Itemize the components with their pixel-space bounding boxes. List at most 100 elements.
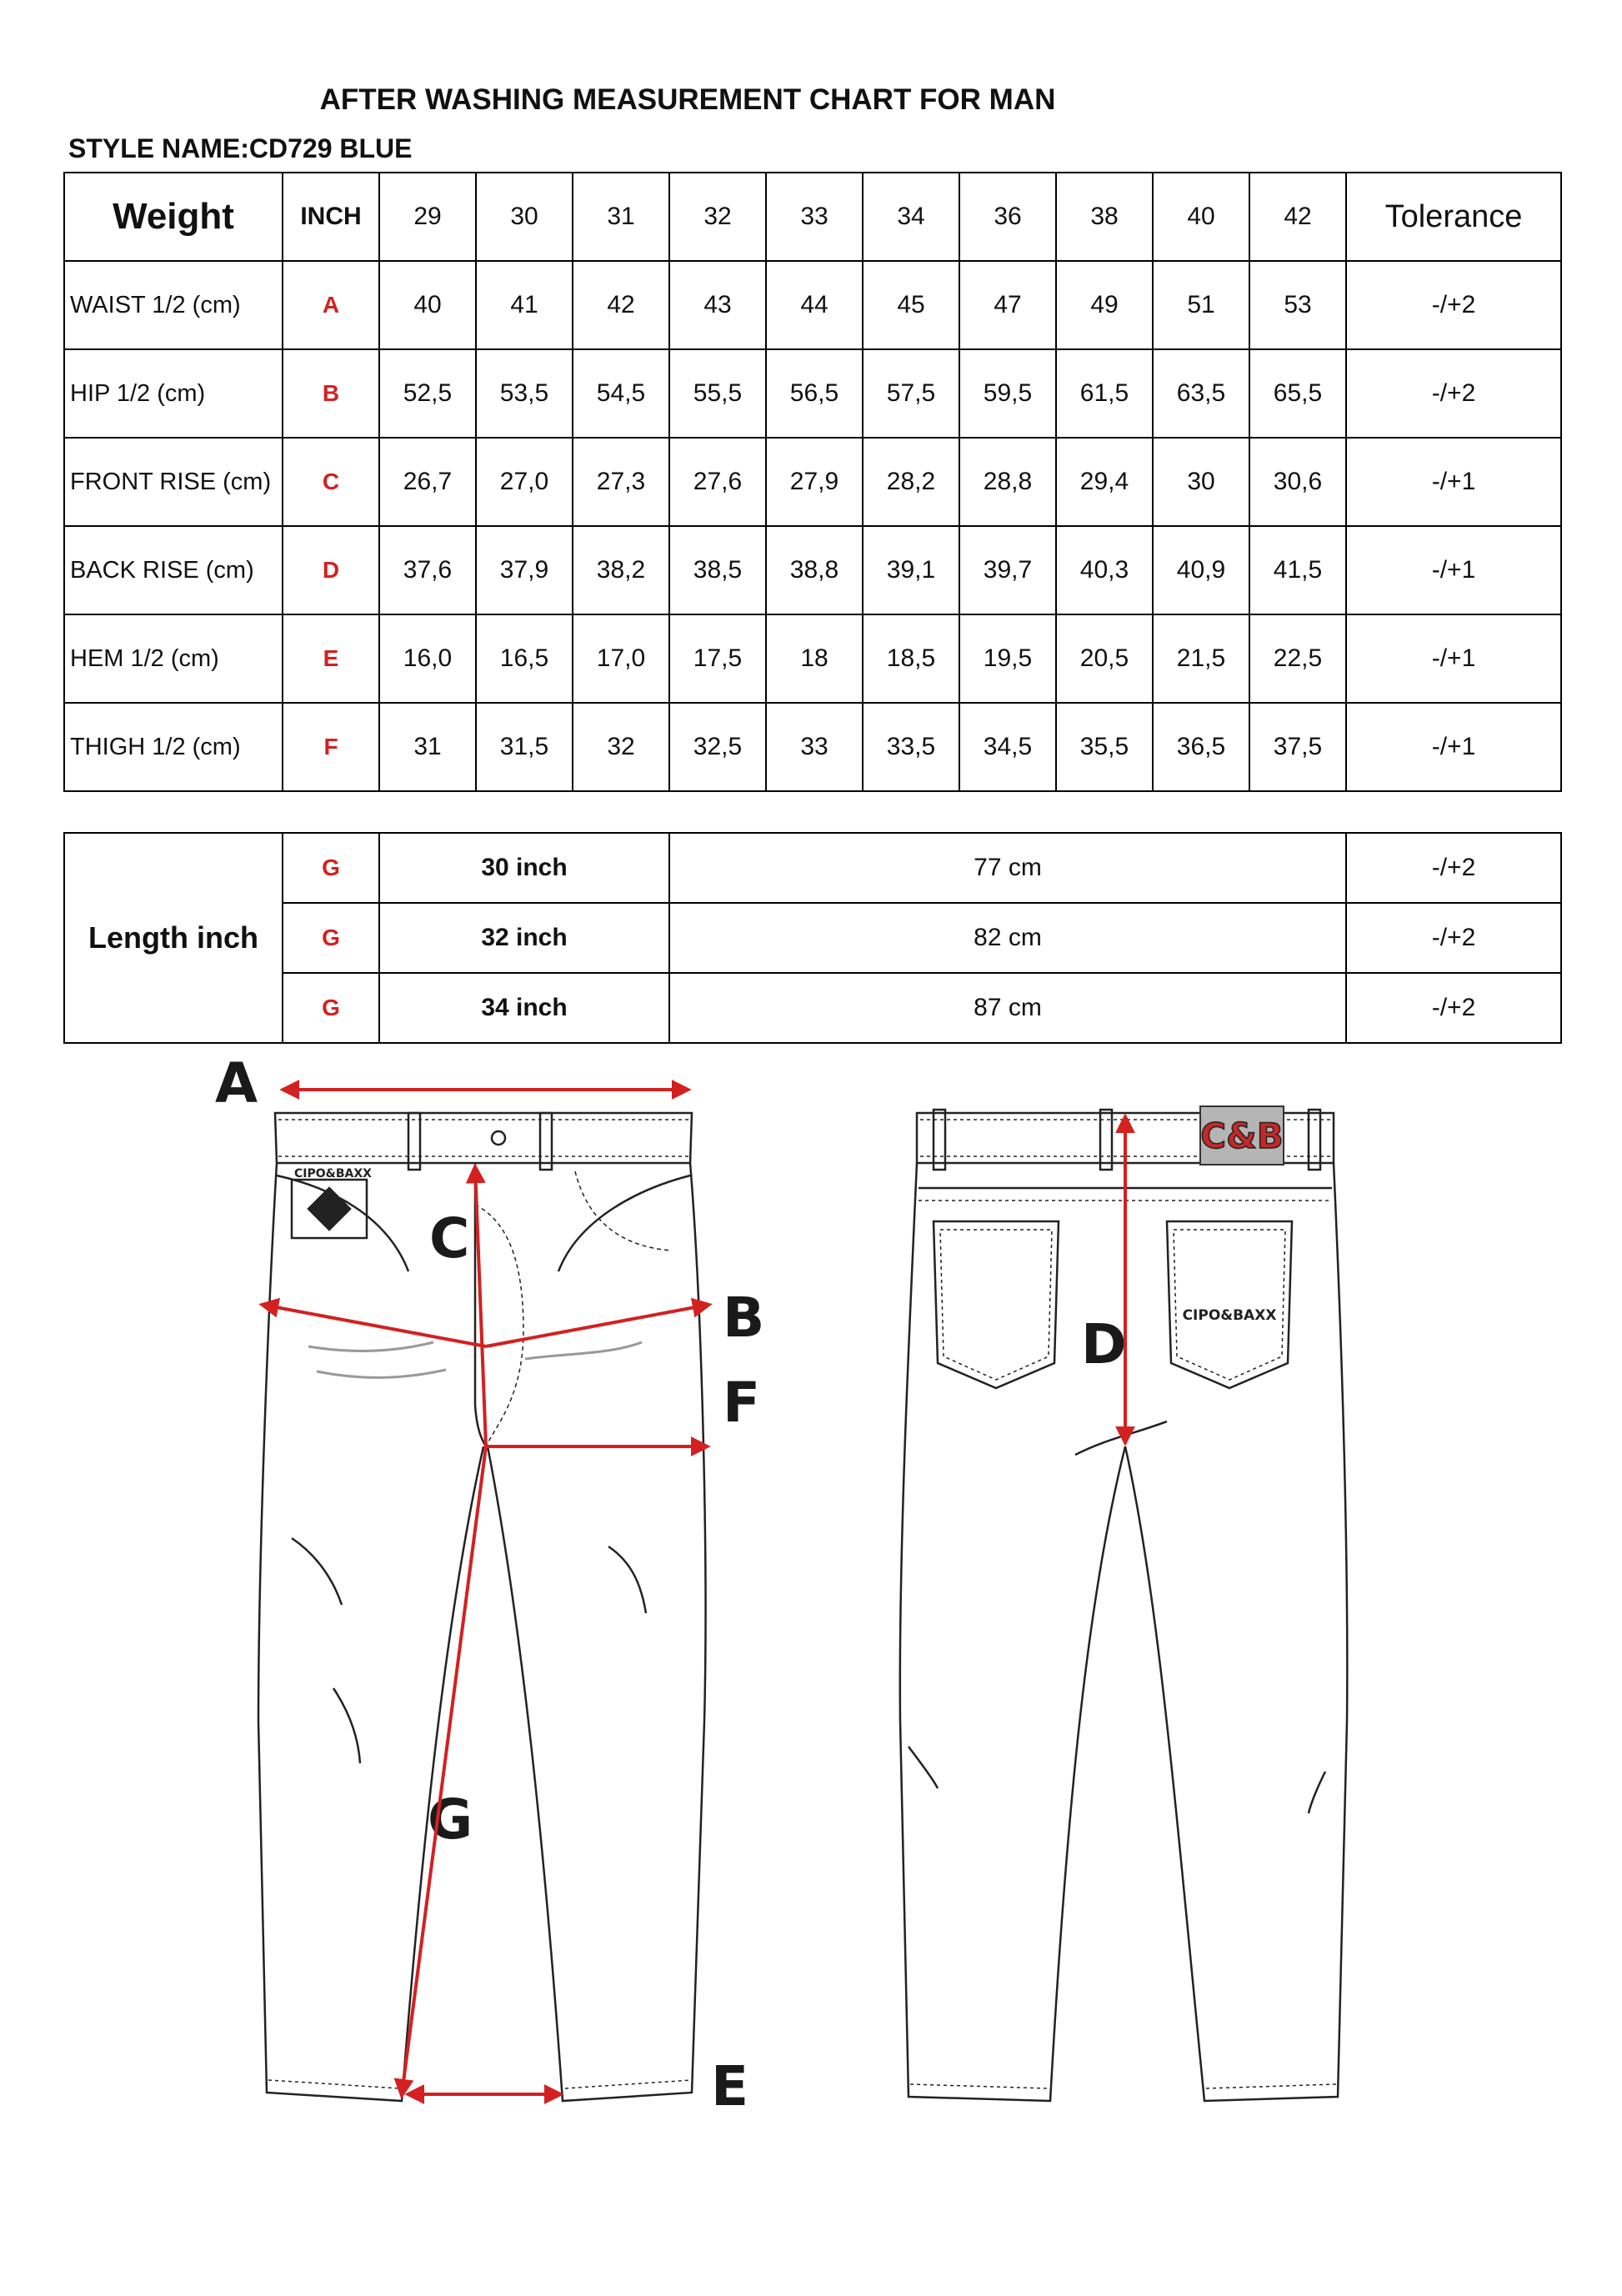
value-cell: 38,5 bbox=[668, 525, 767, 615]
hip-measure-line-right bbox=[485, 1297, 713, 1348]
value-cell: 27,3 bbox=[572, 437, 670, 527]
length-tolerance: -/+2 bbox=[1345, 832, 1562, 904]
value-cell: 34,5 bbox=[959, 702, 1057, 792]
value-cell: 21,5 bbox=[1152, 614, 1250, 704]
value-cell: 33 bbox=[765, 702, 864, 792]
size-header: 42 bbox=[1249, 172, 1347, 262]
value-cell: 30 bbox=[1152, 437, 1250, 527]
value-cell: 29,4 bbox=[1055, 437, 1154, 527]
value-cell: 39,7 bbox=[959, 525, 1057, 615]
value-cell: 16,5 bbox=[475, 614, 573, 704]
value-cell: 36,5 bbox=[1152, 702, 1250, 792]
value-cell: 45 bbox=[862, 260, 960, 350]
length-inch: 32 inch bbox=[378, 902, 670, 974]
measure-label-d: D bbox=[1081, 1312, 1127, 1376]
value-cell: 39,1 bbox=[862, 525, 960, 615]
length-letter: G bbox=[282, 902, 380, 974]
measure-label-b: B bbox=[723, 1286, 764, 1350]
length-cm: 87 cm bbox=[668, 972, 1347, 1044]
front-patch-text: CIPO&BAXX bbox=[294, 1167, 372, 1181]
value-cell: 42 bbox=[572, 260, 670, 350]
value-cell: 53,5 bbox=[475, 348, 573, 439]
tolerance-cell: -/+1 bbox=[1345, 437, 1562, 527]
value-cell: 18 bbox=[765, 614, 864, 704]
row-label: BACK RISE (cm) bbox=[63, 525, 283, 615]
row-label: WAIST 1/2 (cm) bbox=[63, 260, 283, 350]
length-row: Length inch G 30 inch 77 cm -/+2 bbox=[63, 832, 1562, 1044]
size-header: 34 bbox=[862, 172, 960, 262]
value-cell: 52,5 bbox=[378, 348, 477, 439]
value-cell: 28,8 bbox=[959, 437, 1057, 527]
value-cell: 22,5 bbox=[1249, 614, 1347, 704]
row-label: HIP 1/2 (cm) bbox=[63, 348, 283, 439]
value-cell: 61,5 bbox=[1055, 348, 1154, 439]
value-cell: 41,5 bbox=[1249, 525, 1347, 615]
size-measurement-table: Weight INCH 29 30 31 32 33 34 36 38 40 4… bbox=[63, 172, 1562, 792]
length-letter: G bbox=[282, 832, 380, 904]
value-cell: 65,5 bbox=[1249, 348, 1347, 439]
measure-label-f: F bbox=[723, 1371, 760, 1435]
length-inch: 34 inch bbox=[378, 972, 670, 1044]
length-tolerance: -/+2 bbox=[1345, 902, 1562, 974]
size-header: 32 bbox=[668, 172, 767, 262]
measure-letter: D bbox=[282, 525, 380, 615]
value-cell: 28,2 bbox=[862, 437, 960, 527]
value-cell: 17,5 bbox=[668, 614, 767, 704]
value-cell: 55,5 bbox=[668, 348, 767, 439]
back-patch bbox=[1199, 1105, 1284, 1166]
value-cell: 26,7 bbox=[378, 437, 477, 527]
value-cell: 40,9 bbox=[1152, 525, 1250, 615]
length-measure-line bbox=[393, 1446, 488, 2099]
value-cell: 37,6 bbox=[378, 525, 477, 615]
tolerance-cell: -/+1 bbox=[1345, 702, 1562, 792]
back-patch-logo: C&B bbox=[1200, 1115, 1283, 1156]
value-cell: 19,5 bbox=[959, 614, 1057, 704]
length-row: G 32 inch 82 cm -/+2 bbox=[64, 902, 1562, 974]
length-inch: 30 inch bbox=[378, 832, 670, 904]
value-cell: 32,5 bbox=[668, 702, 767, 792]
tolerance-cell: -/+1 bbox=[1345, 525, 1562, 615]
value-cell: 51 bbox=[1152, 260, 1250, 350]
size-header: 29 bbox=[378, 172, 477, 262]
row-label: HEM 1/2 (cm) bbox=[63, 614, 283, 704]
value-cell: 17,0 bbox=[572, 614, 670, 704]
value-cell: 30,6 bbox=[1249, 437, 1347, 527]
value-cell: 47 bbox=[959, 260, 1057, 350]
value-cell: 20,5 bbox=[1055, 614, 1154, 704]
size-header: 40 bbox=[1152, 172, 1250, 262]
length-cm: 82 cm bbox=[668, 902, 1347, 974]
value-cell: 18,5 bbox=[862, 614, 960, 704]
value-cell: 33,5 bbox=[862, 702, 960, 792]
measure-letter: F bbox=[282, 702, 380, 792]
measure-label-a: A bbox=[215, 1055, 258, 1115]
value-cell: 32 bbox=[572, 702, 670, 792]
jeans-technical-drawing: A B C E F G CIPO&BAXX bbox=[215, 1055, 1349, 2118]
value-cell: 43 bbox=[668, 260, 767, 350]
length-measurement-table: Length inch G 30 inch 77 cm -/+2 G 32 in… bbox=[63, 832, 1562, 1044]
size-header: 38 bbox=[1055, 172, 1154, 262]
value-cell: 27,6 bbox=[668, 437, 767, 527]
length-label: Length inch bbox=[63, 832, 283, 1044]
hip-measure-line-left bbox=[258, 1297, 487, 1348]
value-cell: 37,9 bbox=[475, 525, 573, 615]
tolerance-cell: -/+2 bbox=[1345, 348, 1562, 439]
tolerance-cell: -/+2 bbox=[1345, 260, 1562, 350]
length-letter: G bbox=[282, 972, 380, 1044]
tolerance-header: Tolerance bbox=[1345, 172, 1562, 262]
value-cell: 53 bbox=[1249, 260, 1347, 350]
value-cell: 56,5 bbox=[765, 348, 864, 439]
measure-letter: B bbox=[282, 348, 380, 439]
size-header: 31 bbox=[572, 172, 670, 262]
length-tolerance: -/+2 bbox=[1345, 972, 1562, 1044]
value-cell: 49 bbox=[1055, 260, 1154, 350]
front-rise-measure-line bbox=[465, 1163, 488, 1447]
tolerance-cell: -/+1 bbox=[1345, 614, 1562, 704]
length-cm: 77 cm bbox=[668, 832, 1347, 904]
size-header: 33 bbox=[765, 172, 864, 262]
